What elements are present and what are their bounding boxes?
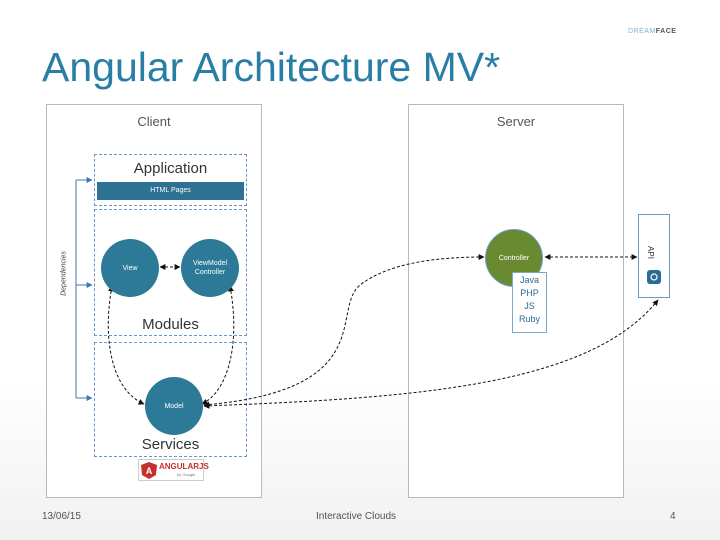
server-label: Server — [496, 114, 536, 129]
html-pages-bar: HTML Pages — [97, 182, 244, 200]
logo-text-right: FACE — [655, 28, 677, 35]
model-controller-arrow — [203, 254, 485, 408]
api-gear-icon — [647, 270, 661, 284]
angular-shield-icon: A — [141, 462, 157, 479]
viewmodel-controller-node: ViewModel Controller — [181, 239, 239, 297]
viewmodel-model-arrow — [201, 285, 235, 405]
services-title: Services — [141, 436, 200, 453]
server-languages-note: Java PHP JS Ruby — [512, 272, 547, 333]
dreamface-logo: DREAMFACE — [628, 28, 676, 35]
angularjs-logo: A ANGULARJS by Google — [138, 459, 209, 481]
dependencies-label: Dependencies — [60, 251, 68, 296]
view-label: View — [122, 264, 138, 272]
api-label: API — [645, 246, 655, 259]
model-api-arrow — [203, 299, 659, 409]
language-ruby: Ruby — [518, 314, 540, 324]
language-java: Java — [519, 275, 539, 285]
application-title: Application — [133, 160, 208, 177]
angular-logo-text: ANGULARJS — [159, 462, 209, 471]
model-node: Model — [145, 377, 203, 435]
api-box — [638, 214, 670, 298]
view-node: View — [101, 239, 159, 297]
footer-date: 13/06/15 — [42, 511, 81, 522]
modules-title: Modules — [142, 316, 199, 333]
model-label: Model — [164, 402, 184, 410]
logo-text-left: DREAM — [628, 28, 656, 35]
client-label: Client — [137, 114, 171, 129]
server-controller-label: Controller — [498, 254, 530, 262]
viewmodel-label: ViewModel — [192, 260, 228, 267]
slide-title: Angular Architecture MV* — [42, 44, 501, 90]
view-model-arrow — [107, 285, 145, 405]
svg-text:A: A — [146, 466, 153, 476]
footer-center: Interactive Clouds — [316, 511, 397, 522]
language-php: PHP — [520, 288, 539, 298]
angular-logo-sub: by Google — [177, 472, 196, 477]
language-js: JS — [524, 301, 535, 311]
viewmodel-controller-label: Controller — [194, 269, 226, 276]
footer-page-number: 4 — [670, 511, 676, 522]
dependencies-bracket — [75, 177, 93, 401]
